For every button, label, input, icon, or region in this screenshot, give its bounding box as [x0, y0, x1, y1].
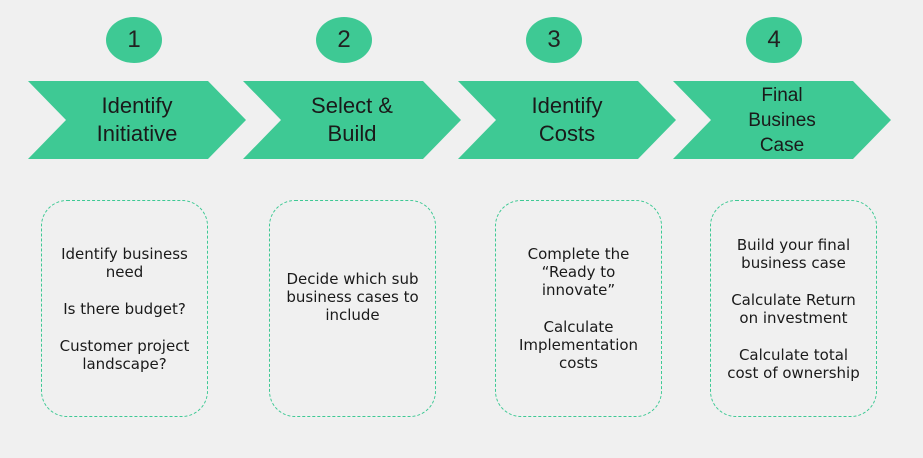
step-title-line: Final [761, 84, 803, 106]
step-card-2: Decide which sub business cases to inclu… [269, 200, 436, 417]
card-item: Customer project landscape? [59, 336, 190, 373]
step-title-line: Costs [538, 121, 596, 146]
card-item: Complete the “Ready to innovate” [527, 245, 630, 299]
step-number-text: 1 [127, 26, 141, 53]
card-item: Identify business need [61, 244, 188, 281]
step-title-line: Identify [531, 93, 603, 118]
chevron-arrow-1 [28, 81, 246, 159]
step-number-text: 2 [337, 26, 351, 53]
chevron-arrow-2 [243, 81, 461, 159]
step-title-line: Case [759, 134, 805, 156]
step-title-line: Identify [101, 93, 173, 118]
step-number-2: 2 [316, 17, 372, 63]
step-number-1: 1 [106, 17, 162, 63]
card-item: Build your final business case [736, 235, 851, 272]
card-item: Calculate total cost of ownership [727, 345, 860, 382]
step-title-2: Select & Build [281, 81, 423, 159]
step-number-4: 4 [746, 17, 802, 63]
step-number-3: 3 [526, 17, 582, 63]
step-card-3: Complete the “Ready to innovate” Calcula… [495, 200, 662, 417]
step-title-line: Busines [748, 109, 816, 131]
card-item: Is there budget? [63, 299, 186, 318]
step-title-line: Select & [311, 93, 393, 118]
step-title-line: Build [327, 121, 377, 146]
card-item: Decide which sub business cases to inclu… [286, 269, 419, 324]
step-title-line: Initiative [96, 121, 178, 146]
card-item: Calculate Return on investment [731, 290, 856, 327]
card-item: Calculate Implementation costs [518, 318, 639, 372]
step-number-text: 4 [767, 26, 781, 53]
chevron-arrow-4 [673, 81, 891, 159]
step-card-4: Build your final business case Calculate… [710, 200, 877, 417]
chevron-arrow-3 [458, 81, 676, 159]
step-number-text: 3 [547, 26, 561, 53]
step-card-1: Identify business need Is there budget? … [41, 200, 208, 417]
